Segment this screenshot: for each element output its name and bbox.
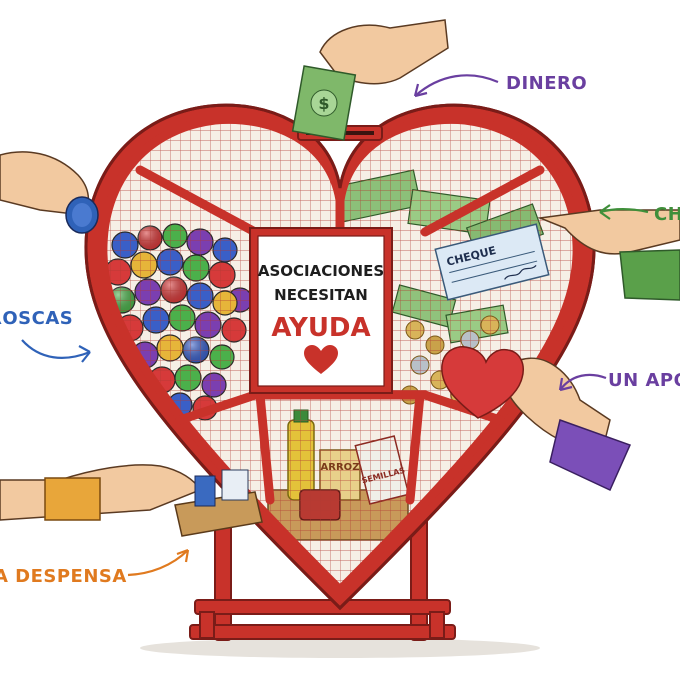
sign-line-3: AYUDA: [271, 313, 370, 343]
arroz-label: ARROZ: [321, 462, 360, 473]
hand-with-cap: [0, 151, 99, 234]
stand: [189, 504, 456, 641]
despensa-box: [174, 491, 263, 537]
heart-frame-dividers: [98, 114, 582, 597]
callout-despensa: LA DESPENSA: [0, 566, 127, 587]
central-sign: ASOCIACIONES NECESITAN AYUDA: [249, 227, 393, 394]
apoyo-arrow: [559, 373, 607, 391]
hand-with-box: [0, 464, 263, 537]
callout-roscas: ROSCAS: [0, 308, 73, 329]
sign-line-1: ASOCIACIONES: [258, 262, 384, 280]
despensa-arrow: [127, 549, 189, 577]
hand-with-heart: [441, 346, 632, 492]
red-heart-object: [441, 346, 524, 419]
heart-frame-outline: [84, 103, 596, 611]
sign-line-2: NECESITAN: [274, 286, 368, 304]
callout-apoyo: UN APOYO: [608, 370, 680, 391]
callout-cheque: CHEQUE: [654, 204, 680, 225]
dollar-sign-icon: $: [318, 94, 329, 113]
floor-shadow: [140, 638, 540, 658]
roscas-arrow: [21, 339, 91, 359]
callout-dinero: DINERO: [506, 73, 587, 94]
dinero-arrow: [414, 74, 499, 97]
hand-dropping-bill: $: [291, 19, 449, 141]
heart-icon: [304, 345, 338, 374]
cheque-arrow: [599, 207, 649, 214]
hand-with-cheque: CHEQUE: [434, 209, 680, 301]
